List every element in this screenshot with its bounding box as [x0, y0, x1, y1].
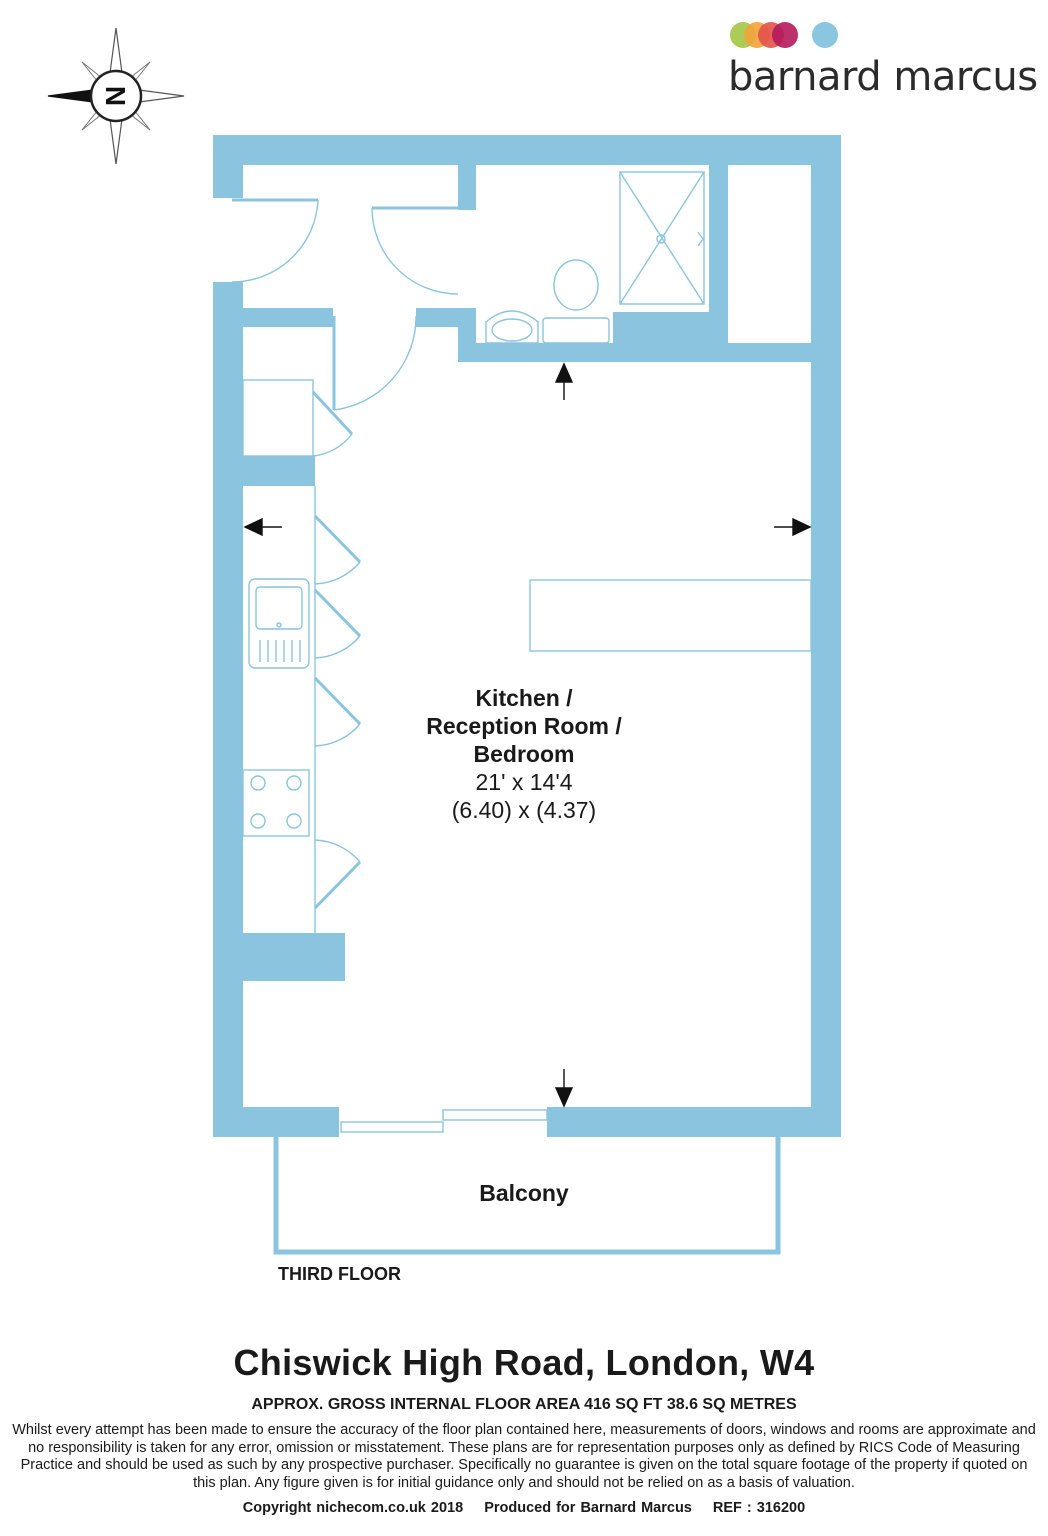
- room-label-balcony: Balcony: [479, 1180, 569, 1206]
- room-name-line-1: Kitchen /: [475, 685, 573, 711]
- copyright-line: Copyright nichecom.co.uk 2018 Produced f…: [0, 1500, 1048, 1516]
- room-dim-metric: (6.40) x (4.37): [451, 797, 597, 823]
- brand-dots: [730, 22, 850, 52]
- floor-area: APPROX. GROSS INTERNAL FLOOR AREA 416 SQ…: [251, 1396, 797, 1413]
- compass-icon: N: [47, 27, 185, 165]
- copyright: Copyright nichecom.co.uk 2018: [242, 1500, 464, 1516]
- room-name-line-2: Reception Room /: [426, 713, 622, 739]
- produced-for: Produced for Barnard Marcus: [484, 1500, 692, 1516]
- property-address: Chiswick High Road, London, W4: [233, 1342, 815, 1383]
- floor-label: THIRD FLOOR: [278, 1264, 401, 1284]
- walls: [213, 135, 841, 1137]
- room-dim-imperial: 21' x 14'4: [475, 769, 573, 795]
- brand-name: barnard marcus: [728, 54, 1038, 100]
- arrow-icons: [243, 362, 812, 1108]
- room-name-line-3: Bedroom: [473, 741, 575, 767]
- disclaimer: Whilst every attempt has been made to en…: [12, 1422, 1036, 1491]
- fixtures: [231, 171, 812, 1255]
- compass-label: N: [100, 86, 131, 106]
- brand-dot-5: [812, 22, 838, 48]
- brand-dot-4: [772, 22, 798, 48]
- room-label-main: Kitchen / Reception Room / Bedroom 21' x…: [380, 684, 668, 824]
- floor-plan: N: [47, 27, 841, 1255]
- brand-logo: barnard marcus: [728, 18, 1038, 100]
- reference: REF : 316200: [712, 1500, 806, 1516]
